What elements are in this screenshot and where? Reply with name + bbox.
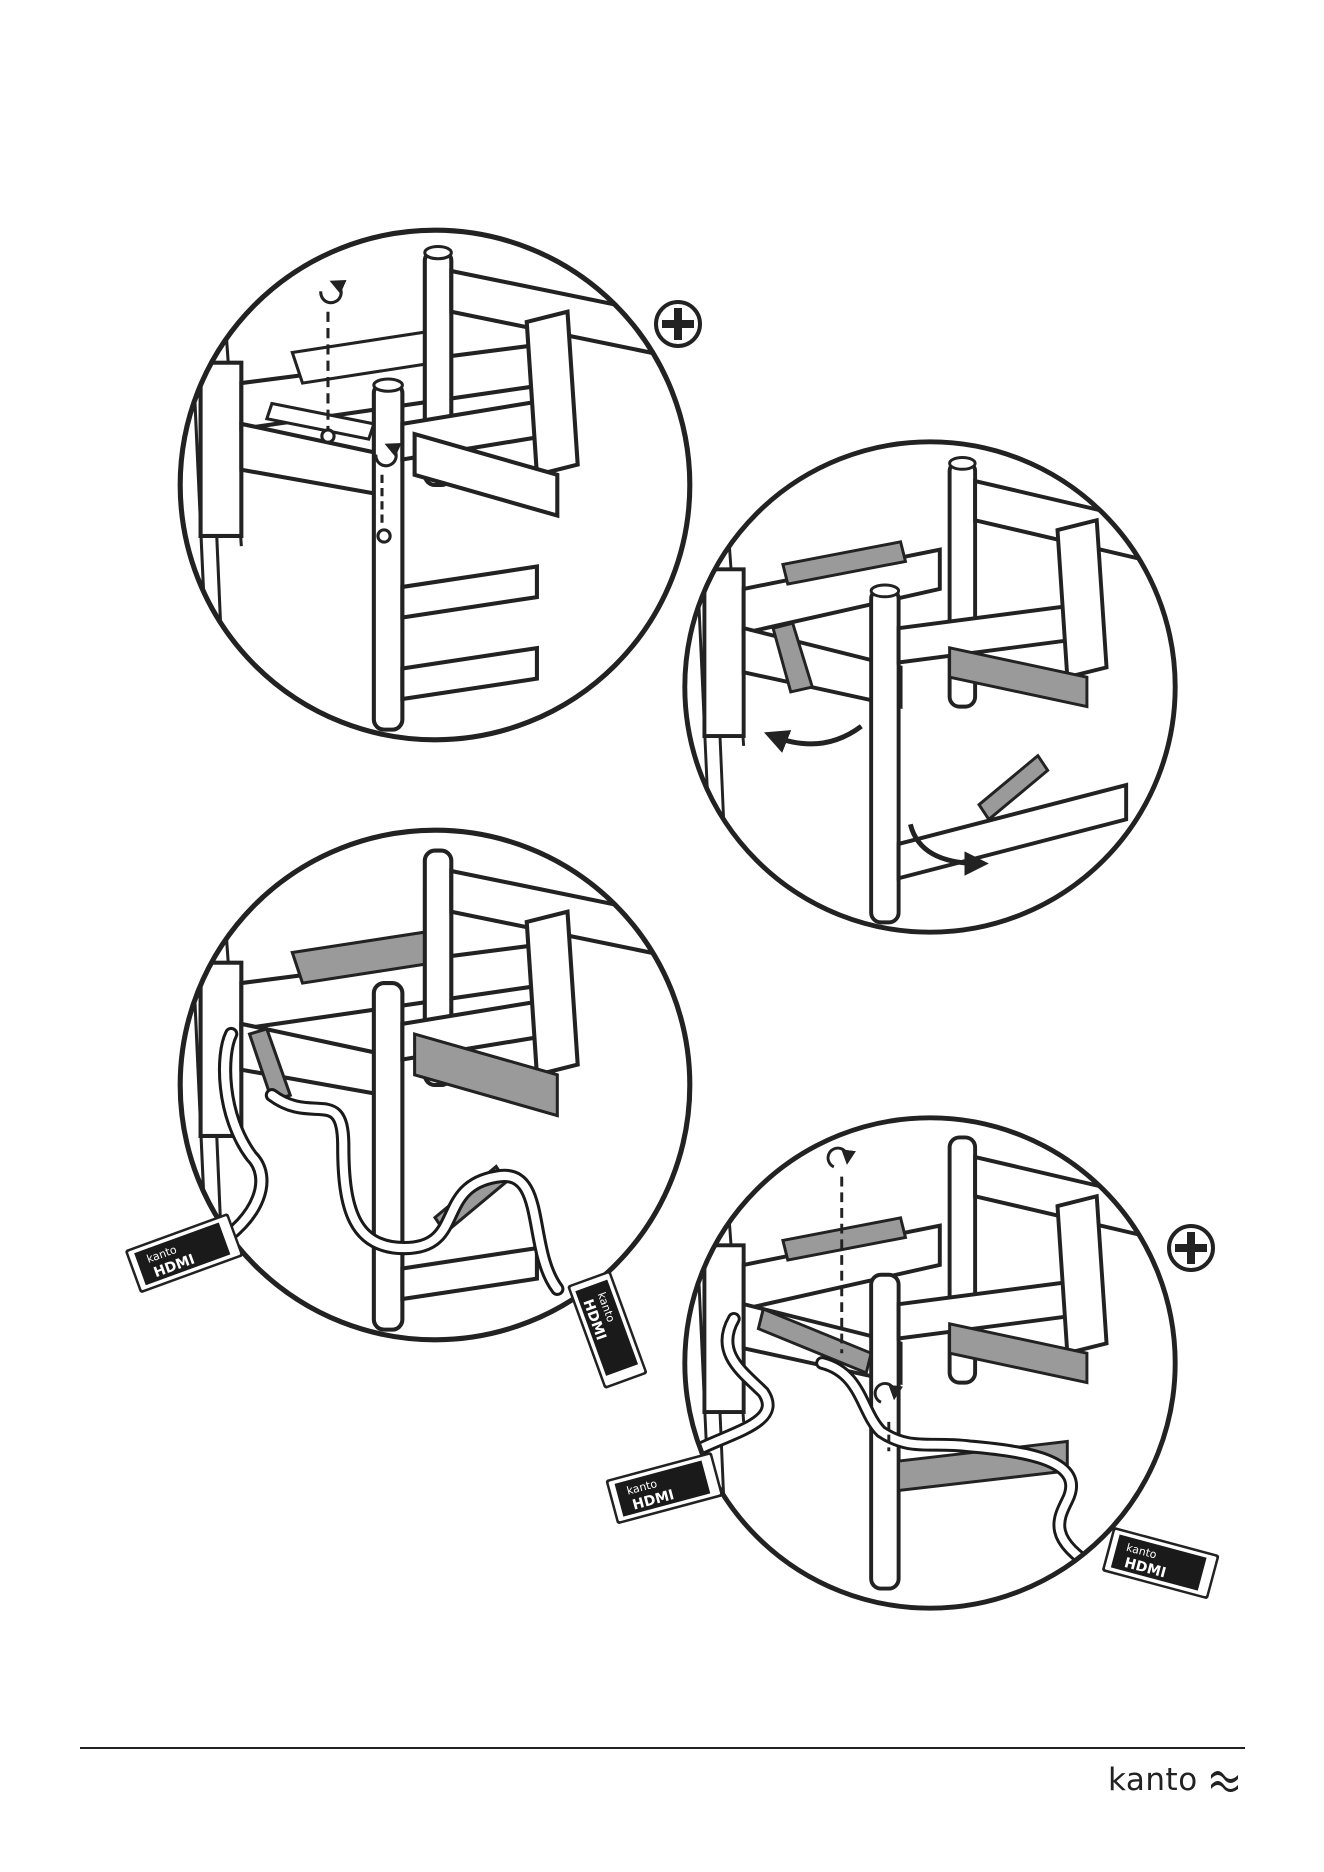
footer-divider [80, 1747, 1245, 1749]
phillips-screwdriver-icon [1165, 1222, 1217, 1274]
step-2-illustration [675, 432, 1185, 942]
phillips-screwdriver-icon [652, 298, 704, 350]
brand-wordmark: kanto [1108, 1762, 1198, 1798]
kanto-logo-icon [1208, 1765, 1242, 1795]
step-3-illustration [170, 820, 700, 1350]
footer-brand: kanto [1108, 1758, 1242, 1802]
step-1-illustration [170, 220, 700, 750]
